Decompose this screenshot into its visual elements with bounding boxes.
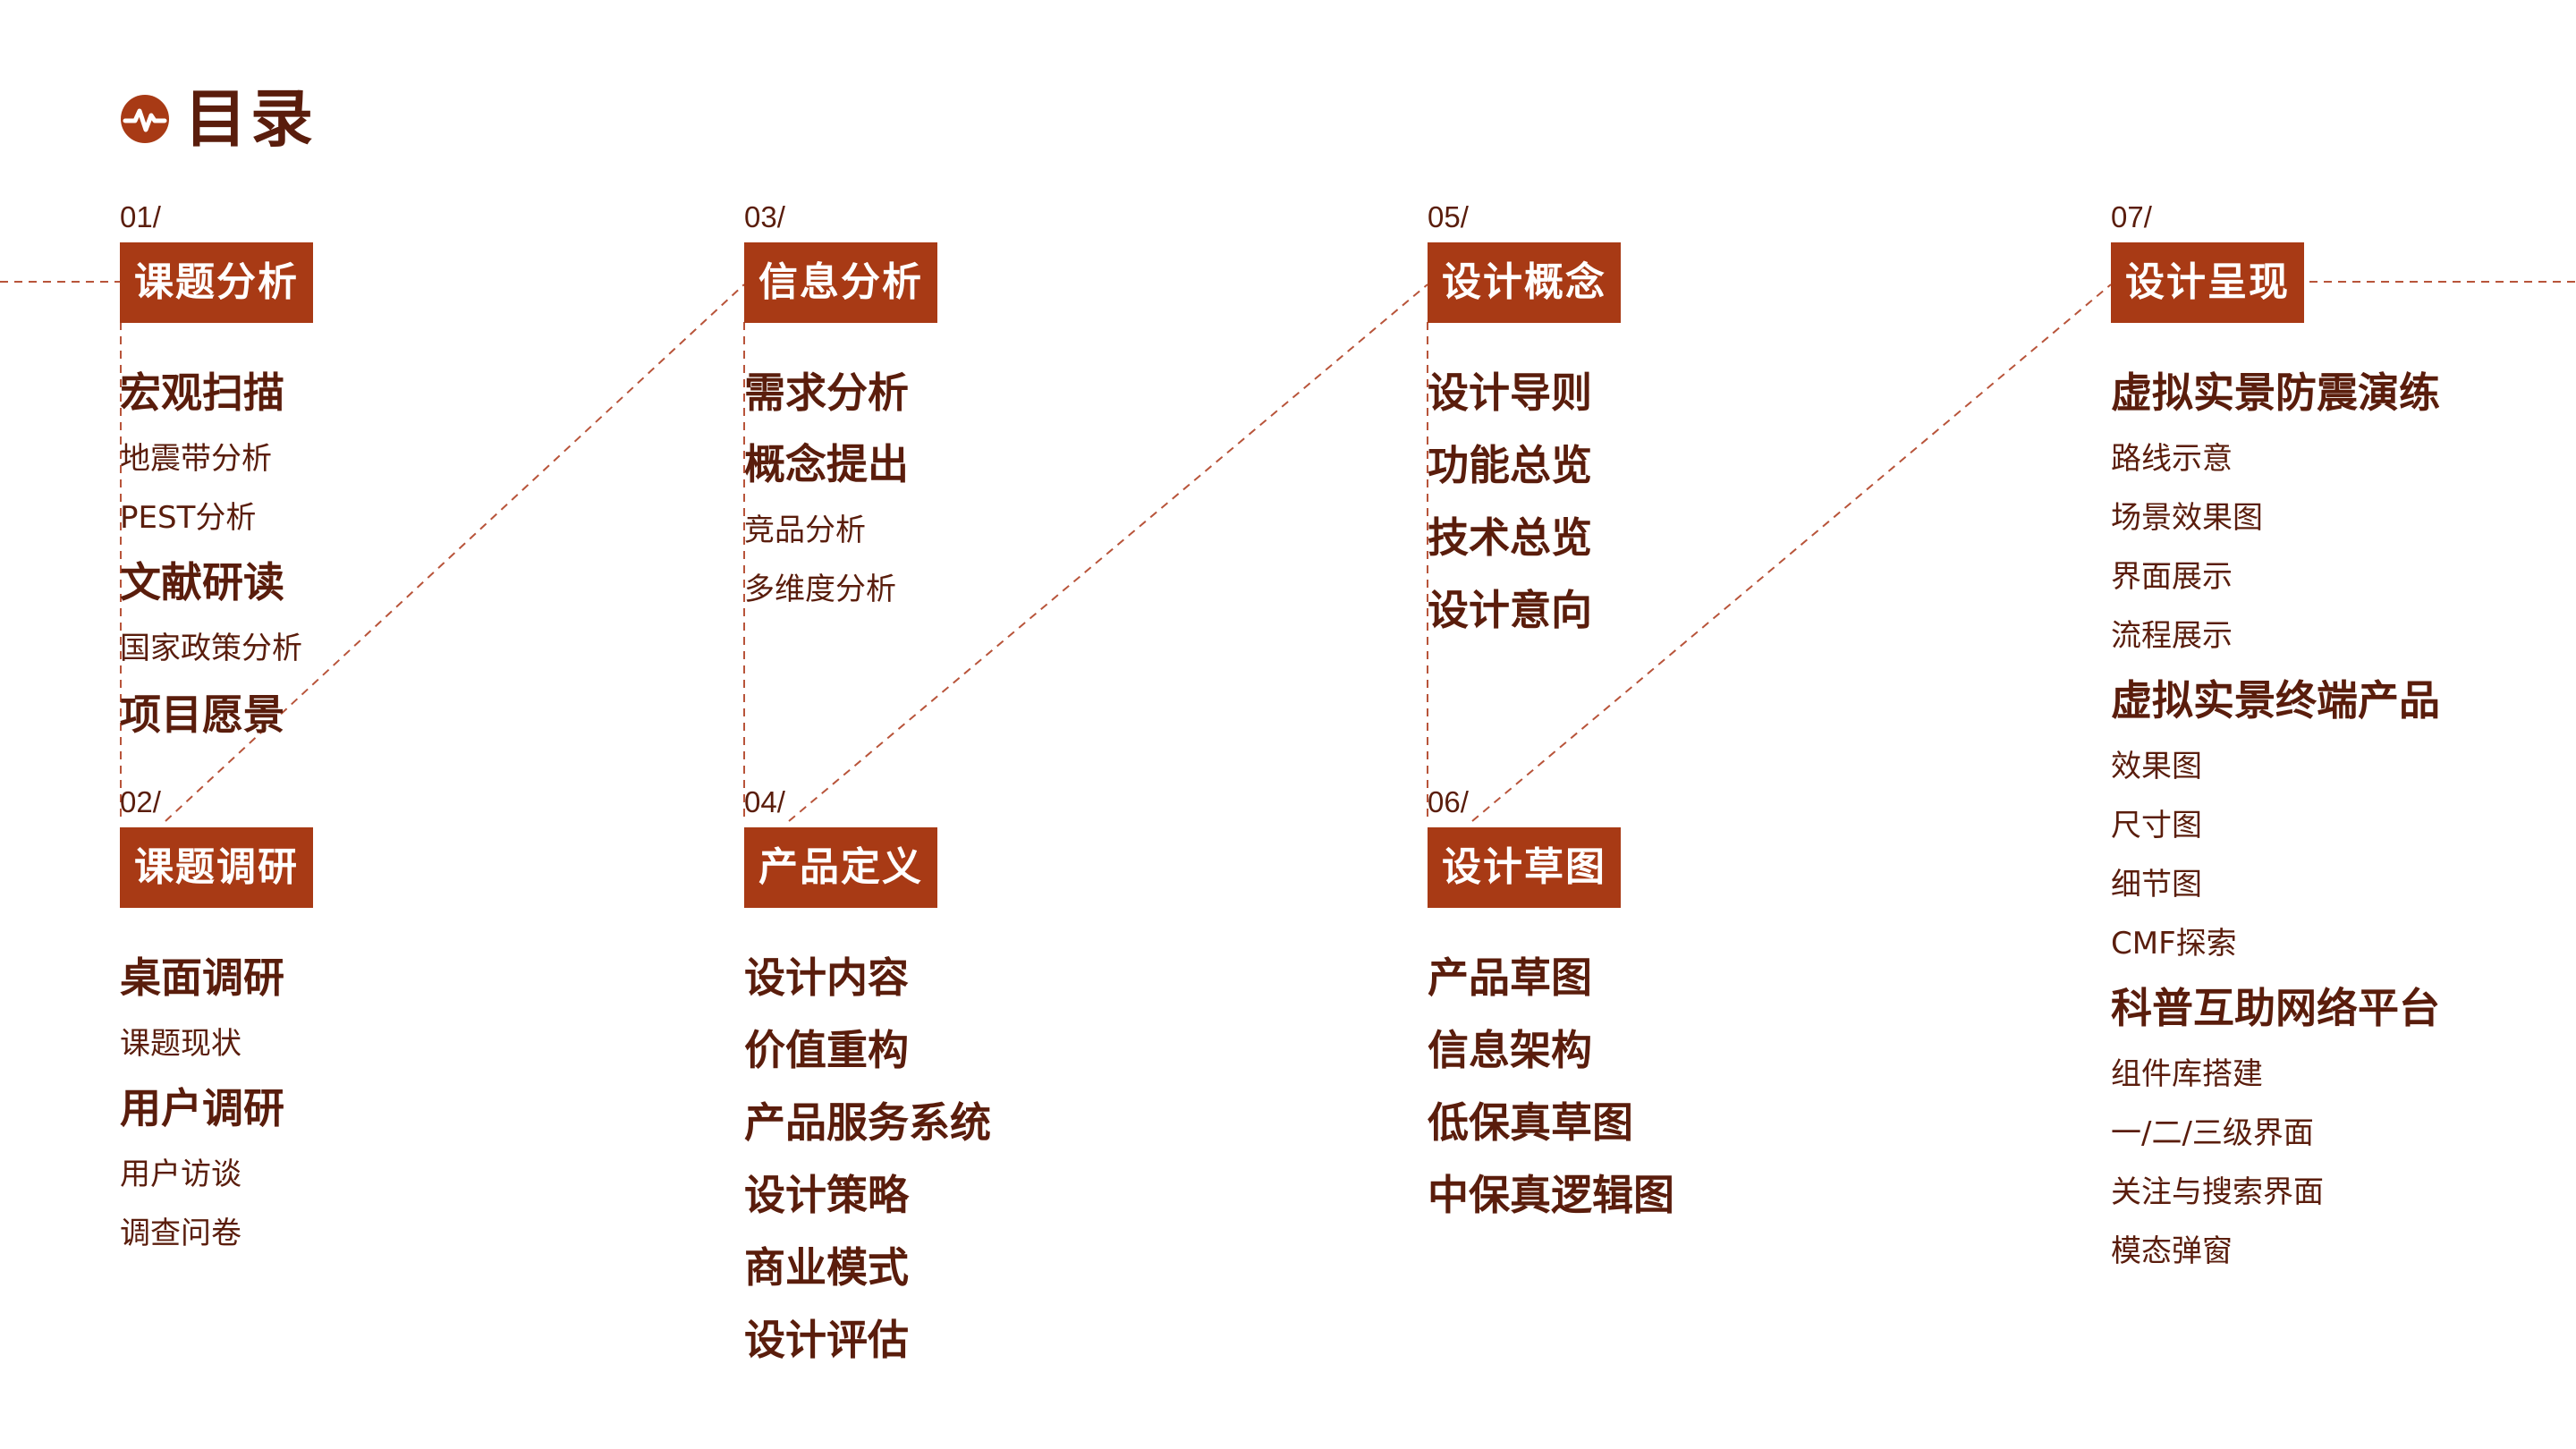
section-title-tag: 设计呈现 [2111,242,2304,323]
section-number: 07/ [2111,200,2152,233]
item-sub: 效果图 [2111,749,2202,784]
heartbeat-icon [121,95,169,143]
section-number: 03/ [744,200,785,233]
item-sub: 细节图 [2111,867,2202,902]
item-heading: 设计评估 [744,1316,909,1364]
connector-line [1471,284,2112,822]
item-heading: 信息架构 [1428,1026,1592,1074]
item-heading: 概念提出 [744,440,909,488]
section-title-tag: 信息分析 [744,242,937,323]
item-heading: 技术总览 [1428,513,1592,562]
item-heading: 项目愿景 [120,691,284,739]
item-sub: PEST分析 [120,500,257,536]
item-heading: 需求分析 [744,369,909,417]
item-heading: 产品服务系统 [744,1098,991,1147]
item-heading: 低保真草图 [1428,1098,1633,1147]
section-02: 02/ 课题调研 [120,787,313,908]
section-01: 01/ 课题分析 [120,202,313,323]
item-heading: 设计内容 [744,953,909,1002]
section-title-tag: 课题调研 [120,827,313,908]
item-sub: 场景效果图 [2111,500,2263,536]
item-sub: 地震带分析 [120,441,272,477]
section-05: 05/ 设计概念 [1428,202,1621,323]
item-heading: 虚拟实景防震演练 [2111,369,2440,417]
item-sub: 关注与搜索界面 [2111,1174,2324,1210]
section-title-tag: 课题分析 [120,242,313,323]
section-number: 06/ [1428,785,1469,818]
item-sub: 多维度分析 [744,572,896,607]
item-heading: 功能总览 [1428,441,1592,489]
section-06: 06/ 设计草图 [1428,787,1621,908]
item-heading: 设计导则 [1428,369,1592,417]
section-number: 04/ [744,785,785,818]
item-heading: 宏观扫描 [120,369,284,417]
section-number: 01/ [120,200,161,233]
section-07: 07/ 设计呈现 [2111,202,2304,323]
item-sub: 模态弹窗 [2111,1233,2233,1269]
item-heading: 设计意向 [1428,586,1592,634]
item-sub: 国家政策分析 [120,631,302,666]
section-title-tag: 设计概念 [1428,242,1621,323]
section-number: 02/ [120,785,161,818]
item-sub: 界面展示 [2111,559,2233,595]
item-heading: 文献研读 [120,558,284,606]
item-heading: 商业模式 [744,1243,909,1292]
section-title-tag: 产品定义 [744,827,937,908]
item-sub: 路线示意 [2111,441,2233,477]
connector-line [165,284,745,822]
page-title: 目录 [184,82,317,156]
item-sub: 竞品分析 [744,513,866,548]
item-sub: 一/二/三级界面 [2111,1115,2314,1151]
item-heading: 中保真逻辑图 [1428,1171,1674,1219]
item-heading: 虚拟实景终端产品 [2111,676,2440,724]
section-04: 04/ 产品定义 [744,787,937,908]
item-heading: 价值重构 [744,1026,909,1074]
section-number: 05/ [1428,200,1469,233]
item-heading: 桌面调研 [120,953,284,1002]
item-sub: 调查问卷 [120,1216,242,1251]
item-sub: 尺寸图 [2111,808,2202,843]
item-sub: 流程展示 [2111,618,2233,654]
item-sub: 组件库搭建 [2111,1056,2263,1092]
item-heading: 用户调研 [120,1084,284,1132]
item-heading: 产品草图 [1428,953,1592,1002]
section-03: 03/ 信息分析 [744,202,937,323]
connector-line [788,284,1428,822]
section-title-tag: 设计草图 [1428,827,1621,908]
item-sub: 用户访谈 [120,1157,242,1192]
item-heading: 设计策略 [744,1171,909,1219]
item-sub: CMF探索 [2111,926,2237,962]
item-sub: 课题现状 [120,1026,242,1062]
item-heading: 科普互助网络平台 [2111,984,2440,1032]
header: 目录 [120,88,317,150]
